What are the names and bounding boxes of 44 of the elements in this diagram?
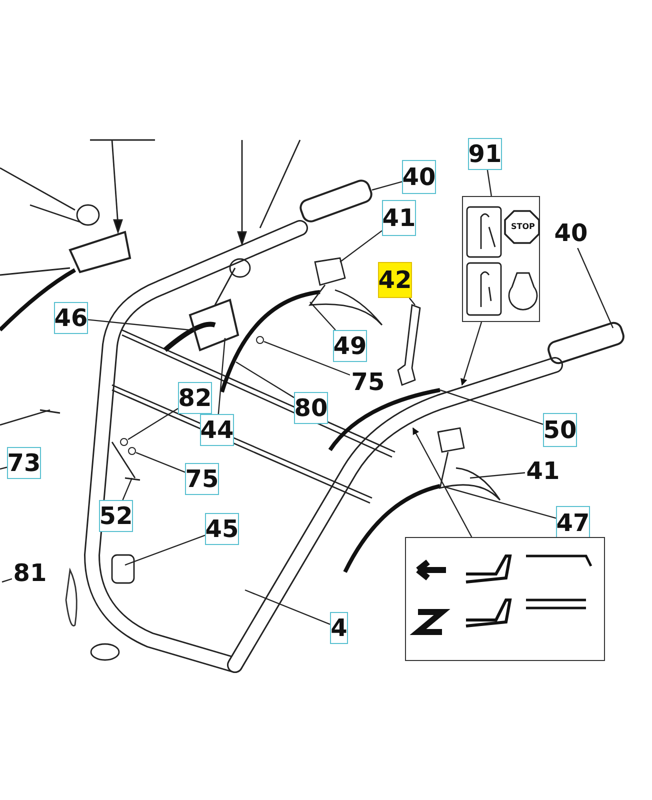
leader-line [310,302,336,330]
leader-line [218,338,226,414]
nut [120,438,128,446]
leader-line [236,361,294,398]
callout-number: 91 [468,138,502,170]
callout-number: 80 [294,392,328,424]
leader-line [264,341,350,376]
callout-number: 45 [205,513,239,545]
leader-line [444,486,556,519]
callout-number: 40 [402,160,436,194]
callout-number: 42 [378,262,412,298]
callout-number: 47 [556,506,590,540]
leader-line [122,478,133,500]
arrow [412,427,472,538]
leader-line [244,589,330,625]
callout-number: 41 [382,200,416,236]
callout-number: 50 [543,413,577,447]
callout-number: 52 [99,500,133,532]
warning-decal [462,196,540,322]
callout-number: 44 [200,414,234,446]
leader-line [128,408,178,440]
callout-number: 73 [7,447,41,479]
callout-number: 75 [185,463,219,495]
leader-line [577,248,614,328]
leader-line [136,452,186,473]
leader-line [2,578,12,583]
leader-line [340,230,382,262]
leader-line [0,466,8,470]
callout-number: 82 [178,382,212,414]
callout-number: 49 [333,330,367,362]
leader-line [440,389,544,425]
leader-line [124,534,206,566]
leader-line [372,181,402,191]
nut [256,336,264,344]
leader-line [470,472,526,479]
callout-number: 46 [54,302,88,334]
leader-line [486,170,492,196]
stop-sign-text: STOP [511,222,535,231]
leader-line [88,319,190,331]
callout-number: 4 [330,612,348,644]
leader-line [408,298,416,306]
nut [128,447,136,455]
arrow [460,322,482,386]
warning-decal [405,537,605,661]
